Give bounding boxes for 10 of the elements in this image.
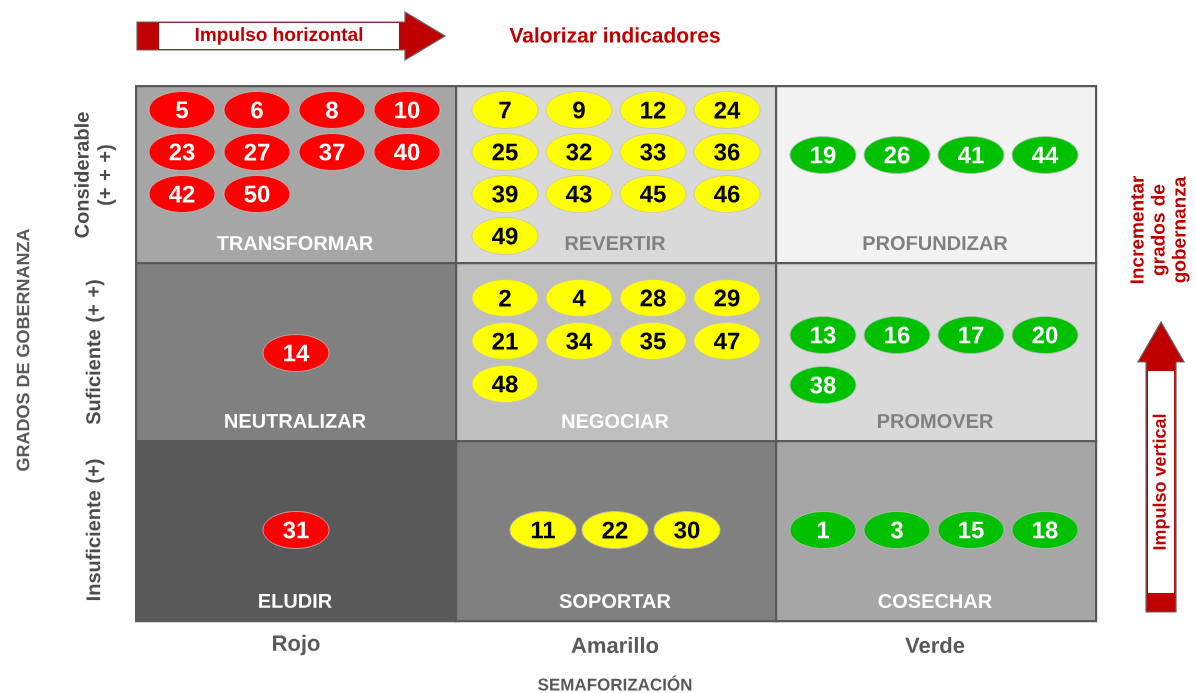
- row-label: Considerable (+ + +): [74, 112, 116, 238]
- row-label: Suficiente (+ +): [85, 280, 105, 425]
- row-label: Insuficiente (+): [85, 459, 105, 601]
- column-label: Amarillo: [571, 636, 659, 654]
- heading: Valorizar indicadores: [509, 27, 720, 43]
- column-label: Verde: [905, 636, 965, 654]
- axis-title: SEMAFORIZACIÓN: [538, 675, 692, 691]
- column-label: Rojo: [273, 634, 320, 656]
- axis-title: GRADOS DE GOBERNANZA: [16, 229, 30, 471]
- heading: Incrementar grados de gobernanza: [1130, 175, 1190, 284]
